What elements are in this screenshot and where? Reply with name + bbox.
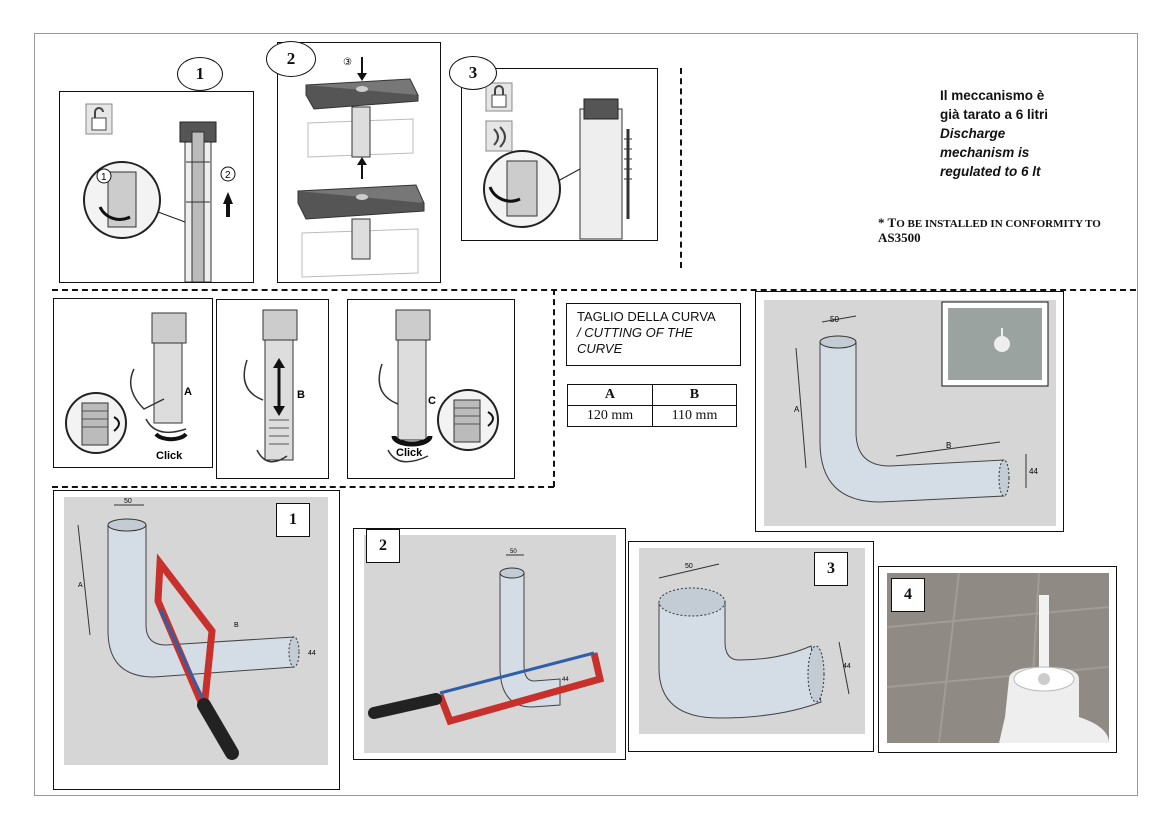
svg-text:A: A — [794, 405, 800, 414]
svg-text:A: A — [78, 582, 83, 589]
svg-text:50: 50 — [124, 498, 132, 505]
cut-lengths-table: A B 120 mm 110 mm — [567, 384, 738, 427]
note-line5: regulated to 6 lt — [940, 164, 1041, 179]
svg-text:B: B — [297, 389, 305, 401]
svg-text:C: C — [428, 395, 436, 407]
calibration-note: Il meccanismo è già tarato a 6 litri Dis… — [940, 86, 1120, 181]
svg-text:44: 44 — [1029, 467, 1038, 476]
adjust-a-illustration: A Click — [65, 312, 192, 462]
conformity-standard: AS3500 — [878, 230, 921, 245]
cut-step4-number: 4 — [891, 578, 925, 612]
table-header-b: B — [651, 384, 738, 406]
adjust-panel-b: B — [216, 299, 329, 479]
adjust-panel-c: C Click — [347, 299, 515, 479]
table-value-a: 120 mm — [567, 405, 653, 427]
cut-step3-number: 3 — [814, 552, 848, 586]
step3-number: 3 — [449, 56, 497, 90]
cut-step1-illustration: 50 A B 44 — [64, 497, 328, 765]
cut-step1-panel: 50 A B 44 — [53, 490, 340, 790]
step3-illustration — [483, 82, 632, 240]
conformity-note: * TO BE INSTALLED IN CONFORMITY TO AS350… — [878, 216, 1118, 246]
note-line3: Discharge — [940, 126, 1006, 141]
pipe-dimension-illustration: 50 A B 44 — [764, 300, 1056, 526]
table-header-row: A B — [567, 384, 738, 406]
divider-dashed-vertical-top — [680, 68, 682, 268]
svg-text:1: 1 — [101, 172, 107, 183]
cutting-title-en-2: CURVE — [577, 341, 623, 356]
step3-panel — [461, 68, 658, 241]
cutting-title: TAGLIO DELLA CURVA / CUTTING OF THE CURV… — [566, 303, 741, 366]
step2-panel: ③ — [277, 42, 441, 283]
note-line2: già tarato a 6 litri — [940, 107, 1049, 122]
cut-step2-panel: 50 44 — [353, 528, 626, 760]
divider-dashed-horizontal — [52, 289, 1136, 291]
note-line4: mechanism is — [940, 145, 1030, 160]
step2-number: 2 — [266, 41, 316, 77]
svg-text:Click: Click — [156, 450, 183, 462]
note-line1: Il meccanismo è — [940, 88, 1045, 103]
step1-number: 1 — [177, 57, 223, 91]
conformity-rest: O BE INSTALLED IN CONFORMITY TO — [896, 218, 1101, 230]
svg-text:2: 2 — [225, 170, 231, 181]
cutting-title-it: TAGLIO DELLA CURVA — [577, 309, 716, 324]
svg-text:B: B — [946, 441, 951, 450]
svg-text:50: 50 — [685, 563, 693, 570]
pipe-dimension-panel: 50 A B 44 — [755, 291, 1064, 532]
step2-illustration: ③ — [297, 57, 425, 278]
table-header-a: A — [567, 384, 653, 406]
cut-step2-number: 2 — [366, 529, 400, 563]
table-row: 120 mm 110 mm — [567, 405, 738, 427]
divider-dashed-vertical-middle — [553, 289, 555, 487]
svg-text:Click: Click — [396, 447, 423, 459]
svg-text:50: 50 — [830, 315, 839, 324]
divider-dashed-bottom-middle — [52, 486, 554, 488]
svg-text:50: 50 — [510, 549, 517, 555]
cut-step3-panel: 50 44 — [628, 541, 874, 752]
step1-panel: 2 1 — [59, 91, 254, 283]
cutting-title-en-1: / CUTTING OF THE — [577, 325, 694, 340]
adjust-b-illustration: B — [243, 309, 305, 463]
svg-text:44: 44 — [562, 677, 569, 683]
table-value-b: 110 mm — [651, 405, 738, 427]
conformity-prefix: * T — [878, 215, 897, 230]
adjust-c-illustration: C Click — [378, 309, 499, 463]
cut-step1-number: 1 — [276, 503, 310, 537]
cut-step2-illustration: 50 44 — [364, 535, 616, 753]
svg-text:B: B — [234, 622, 239, 629]
step1-illustration: 2 1 — [83, 103, 236, 283]
svg-text:44: 44 — [843, 663, 851, 670]
page-border — [34, 33, 1138, 796]
svg-text:A: A — [184, 386, 192, 398]
adjust-panel-a: A Click — [53, 298, 213, 468]
svg-text:③: ③ — [343, 57, 352, 68]
svg-text:44: 44 — [308, 650, 316, 657]
